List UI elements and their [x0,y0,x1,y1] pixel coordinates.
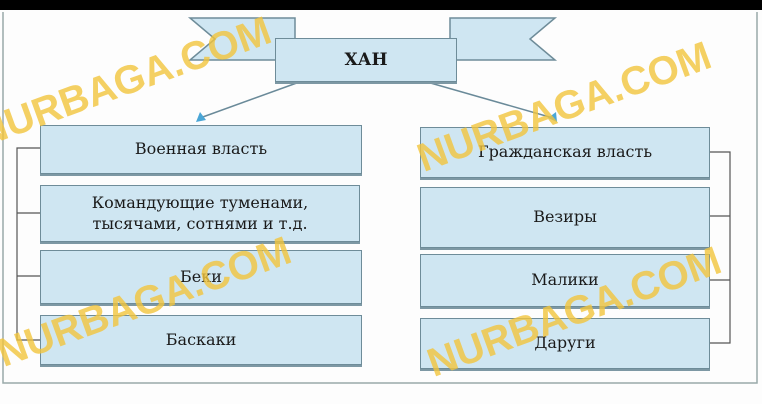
left-node-beks: Беки [40,250,362,304]
ribbon-left [187,17,296,61]
left-header-label: Военная власть [134,139,268,159]
ribbon-right [449,17,558,61]
top-black-bar [0,0,762,10]
right-item-label: Везиры [533,207,597,227]
right-node-maliks: Малики [420,254,710,307]
root-label: ХАН [344,49,388,70]
left-node-baskaks: Баскаки [40,315,362,365]
left-item-label: Баскаки [165,329,237,349]
right-node-viziers: Везиры [420,187,710,248]
root-node-khan: ХАН [275,38,457,82]
right-item-label: Даруги [534,333,596,353]
right-header-node: Гражданская власть [420,127,710,178]
left-node-commanders: Командующие туменами, тысячами, сотнями … [40,185,360,242]
left-header-node: Военная власть [40,125,362,174]
right-header-label: Гражданская власть [477,142,653,162]
left-item-label: Командующие туменами, тысячами, сотнями … [91,192,309,233]
right-node-darugas: Даруги [420,318,710,369]
left-item-label: Беки [180,266,222,286]
right-item-label: Малики [531,270,599,290]
